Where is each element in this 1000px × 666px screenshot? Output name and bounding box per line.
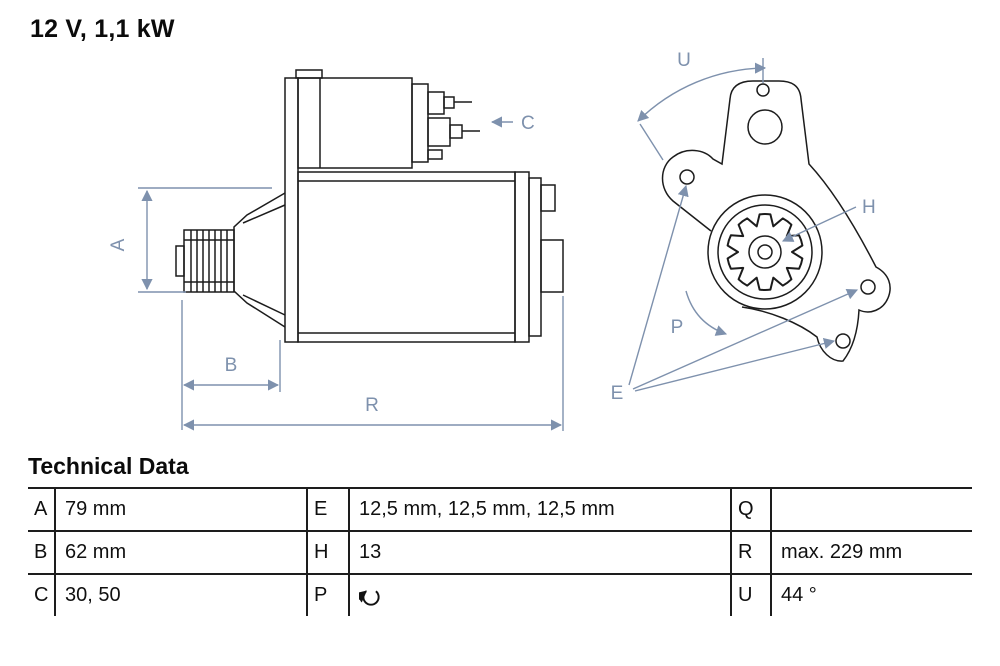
shaft-center-hole [757, 244, 773, 260]
pinion-gear-side [175, 229, 235, 293]
tech-value-u: 44 ° [770, 573, 972, 616]
tech-key-h: H [306, 530, 348, 573]
tech-key-p: P [306, 573, 348, 616]
dimension-annotations: A B R C H E [108, 50, 876, 431]
tech-value-a: 79 mm [54, 487, 306, 530]
bearing-boss-inner [717, 204, 813, 300]
dim-label-r: R [365, 395, 379, 416]
dimension-u: U [637, 50, 767, 161]
technical-data-section: Technical Data A 79 mm E 12,5 mm, 12,5 m… [28, 452, 972, 616]
tongue-small-hole [756, 83, 770, 97]
solenoid [295, 69, 429, 169]
technical-data-title: Technical Data [28, 453, 189, 479]
technical-drawing: A B R C H E [108, 50, 891, 431]
dimension-c: C [490, 113, 535, 134]
mounting-hole-top-left [679, 169, 695, 185]
front-view [661, 80, 891, 362]
tech-value-h: 13 [348, 530, 730, 573]
dim-label-e: E [611, 383, 624, 404]
dim-label-a: A [108, 238, 129, 251]
tech-value-p [348, 573, 730, 616]
pinion-gear-front [726, 213, 804, 291]
dim-label-b: B [225, 355, 238, 376]
mounting-flange-outline [661, 80, 891, 362]
mounting-hole-right [860, 279, 876, 295]
tech-value-c: 30, 50 [54, 573, 306, 616]
terminal-connectors [427, 91, 480, 160]
drive-end-cone [233, 192, 286, 328]
side-view [175, 69, 564, 343]
dim-label-c: C [521, 113, 535, 134]
tech-key-r: R [730, 530, 770, 573]
tech-value-r: max. 229 mm [770, 530, 972, 573]
dimension-r: R [182, 296, 564, 431]
dimension-e: E [611, 184, 859, 404]
shaft-tip [175, 245, 185, 277]
dim-label-p: P [671, 317, 684, 338]
motor-body [297, 171, 564, 343]
technical-data-table: A 79 mm E 12,5 mm, 12,5 mm, 12,5 mm Q B … [28, 487, 972, 616]
tech-key-c: C [28, 573, 54, 616]
dim-label-h: H [862, 197, 876, 218]
voltage-power-spec: 12 V, 1,1 kW [30, 15, 175, 43]
dimension-b: B [181, 300, 281, 430]
rotation-cw-icon [359, 589, 380, 606]
tech-key-a: A [28, 487, 54, 530]
drive-end-flange [284, 77, 299, 343]
tech-value-b: 62 mm [54, 530, 306, 573]
bearing-boss-outer [707, 194, 823, 310]
tech-value-e: 12,5 mm, 12,5 mm, 12,5 mm [348, 487, 730, 530]
tech-key-b: B [28, 530, 54, 573]
tech-value-q [770, 487, 972, 530]
dimension-a: A [108, 187, 272, 293]
dimension-p: P [671, 290, 728, 338]
dim-label-u: U [677, 50, 691, 71]
tech-key-e: E [306, 487, 348, 530]
gear-hub [748, 235, 782, 269]
mounting-hole-bottom [835, 333, 851, 349]
dimension-h: H [781, 197, 876, 242]
tongue-large-hole [747, 109, 783, 145]
tech-key-u: U [730, 573, 770, 616]
tech-key-q: Q [730, 487, 770, 530]
